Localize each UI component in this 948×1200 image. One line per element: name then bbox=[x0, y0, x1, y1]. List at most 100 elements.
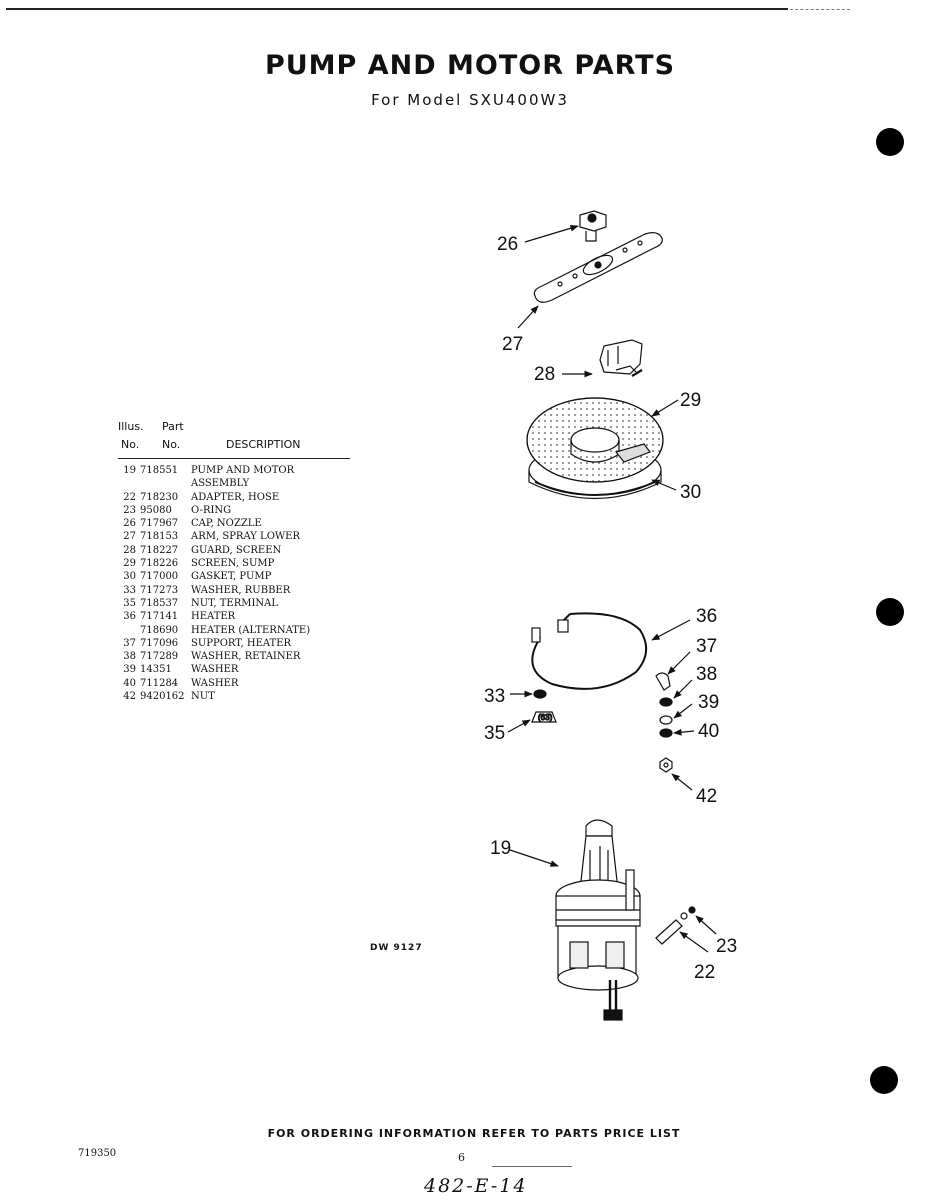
page-number: 6 bbox=[458, 1151, 465, 1164]
sump-screen-part bbox=[526, 397, 664, 500]
description-cell: SCREEN, SUMP bbox=[191, 558, 275, 570]
table-row: 29 718226 SCREEN, SUMP bbox=[118, 557, 350, 570]
callout-36: 36 bbox=[696, 606, 717, 627]
part-no-cell: 717000 bbox=[140, 571, 179, 583]
callout-28: 28 bbox=[534, 364, 555, 385]
part-no-cell: 711284 bbox=[140, 677, 179, 689]
part-no-cell: 717096 bbox=[140, 637, 179, 649]
illus-no-cell: 37 bbox=[123, 637, 136, 649]
figure-code: DW 9127 bbox=[370, 943, 423, 953]
callout-33: 33 bbox=[484, 686, 505, 707]
description-cell: CAP, NOZZLE bbox=[191, 518, 262, 530]
callout-23: 23 bbox=[716, 936, 737, 957]
callout-labels: 26 27 28 29 30 36 37 38 39 40 33 35 42 1… bbox=[484, 234, 737, 983]
illus-no-cell bbox=[118, 477, 140, 490]
description-cell: SUPPORT, HEATER bbox=[191, 637, 292, 649]
top-rule bbox=[6, 8, 788, 10]
description-cell: GASKET, PUMP bbox=[191, 571, 272, 583]
pen-scribble-line bbox=[492, 1166, 572, 1167]
part-no-cell bbox=[140, 477, 191, 490]
table-row: 23 95080 O-RING bbox=[118, 504, 350, 517]
callout-22: 22 bbox=[694, 962, 715, 983]
illus-no-cell: 29 bbox=[123, 558, 136, 570]
heater-part bbox=[531, 612, 647, 690]
binder-hole-top bbox=[876, 128, 904, 156]
callout-26: 26 bbox=[497, 234, 518, 255]
part-no-cell: 718227 bbox=[140, 544, 179, 556]
part-no-cell: 718230 bbox=[140, 491, 179, 503]
pump-motor-assembly-part bbox=[555, 819, 641, 1021]
table-row: 36 717141 HEATER bbox=[118, 610, 350, 623]
callout-40: 40 bbox=[698, 721, 719, 742]
header-illus-no: No. bbox=[121, 438, 140, 451]
illus-no-cell: 23 bbox=[123, 504, 136, 516]
illus-no-cell: 39 bbox=[123, 664, 136, 676]
description-cell: HEATER (ALTERNATE) bbox=[191, 624, 311, 636]
part-no-cell: 718153 bbox=[140, 531, 179, 543]
header-illus: Illus. bbox=[118, 420, 144, 433]
illus-no-cell: 36 bbox=[123, 611, 136, 623]
description-cell: ASSEMBLY bbox=[191, 478, 250, 490]
rubber-washer-part bbox=[533, 689, 547, 699]
heater-support-part bbox=[655, 672, 671, 691]
spray-arm-part bbox=[533, 232, 663, 303]
callout-29: 29 bbox=[680, 390, 701, 411]
illus-no-cell: 27 bbox=[123, 531, 136, 543]
terminal-nut-part: (63) bbox=[531, 711, 557, 723]
description-cell: O-RING bbox=[191, 504, 232, 516]
illus-no-cell: 19 bbox=[123, 465, 136, 476]
illus-no-cell: 30 bbox=[123, 571, 136, 583]
description-cell: HEATER bbox=[191, 611, 236, 623]
illus-no-cell: 40 bbox=[123, 677, 136, 689]
illus-no-cell: 33 bbox=[123, 584, 136, 596]
description-cell: WASHER bbox=[191, 664, 239, 676]
description-cell: NUT bbox=[191, 691, 215, 703]
part-no-cell: 95080 bbox=[140, 504, 172, 516]
table-row: 26 717967 CAP, NOZZLE bbox=[118, 517, 350, 530]
washer-39-part bbox=[659, 715, 673, 725]
illus-no-cell: 26 bbox=[123, 518, 136, 530]
callout-37: 37 bbox=[696, 636, 717, 657]
screen-guard-part bbox=[599, 339, 643, 377]
callout-39: 39 bbox=[698, 692, 719, 713]
binder-hole-middle bbox=[876, 598, 904, 626]
model-subtitle: For Model SXU400W3 bbox=[371, 91, 569, 109]
retainer-washer-part bbox=[659, 697, 673, 707]
parts-table-header: Illus. Part No. No. DESCRIPTION bbox=[118, 420, 350, 459]
description-cell: GUARD, SCREEN bbox=[191, 544, 282, 556]
document-number: 719350 bbox=[78, 1148, 117, 1159]
part-no-cell: 717141 bbox=[140, 611, 179, 623]
description-cell: ADAPTER, HOSE bbox=[191, 491, 280, 503]
svg-text:(63): (63) bbox=[538, 713, 553, 722]
diagram-svg: (63) bbox=[484, 210, 737, 1021]
callout-42: 42 bbox=[696, 786, 717, 807]
callout-27: 27 bbox=[502, 334, 523, 355]
description-cell: PUMP AND MOTOR bbox=[191, 465, 295, 476]
illus-no-cell: 22 bbox=[123, 491, 136, 503]
table-row: 30 717000 GASKET, PUMP bbox=[118, 570, 350, 583]
handwritten-note: 482-E-14 bbox=[424, 1175, 528, 1197]
callout-35: 35 bbox=[484, 723, 505, 744]
part-no-cell: 717289 bbox=[140, 651, 179, 663]
nut-42-part bbox=[659, 757, 673, 773]
header-description: DESCRIPTION bbox=[226, 438, 301, 451]
part-no-cell: 718226 bbox=[140, 558, 179, 570]
table-row: ASSEMBLY bbox=[118, 477, 350, 490]
page-title: PUMP AND MOTOR PARTS bbox=[264, 50, 676, 81]
callout-30: 30 bbox=[680, 482, 701, 503]
description-cell: WASHER, RUBBER bbox=[191, 584, 291, 596]
table-row: 22 718230 ADAPTER, HOSE bbox=[118, 491, 350, 504]
illus-no-cell: 38 bbox=[123, 651, 136, 663]
part-no-cell: 717967 bbox=[140, 518, 179, 530]
